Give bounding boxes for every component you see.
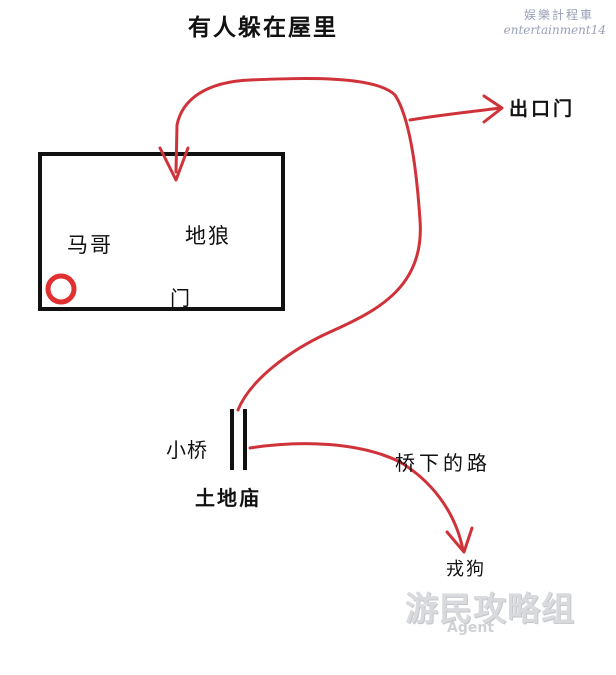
watermark-brand-sub: Agent [447,620,495,636]
arrow-into-house [158,146,190,182]
route-to-exit [408,106,502,122]
label-rongou: 戎狗 [446,559,486,580]
watermark-chinese: 娱樂計程車 [523,8,594,22]
arrow-to-exit [482,94,504,124]
label-ma-ge: 马哥 [67,233,113,257]
label-exit-door: 出口门 [509,98,576,120]
label-small-bridge: 小桥 [166,438,208,462]
position-marker [45,273,77,305]
watermark-brand: 游民攻略组 [405,589,575,628]
watermark-english: entertainment14 [503,23,606,37]
route-bridge-to-house [174,77,422,412]
diagram-title: 有人躲在屋里 [188,15,338,41]
label-werewolf: 地狼 [185,224,231,248]
route-under-bridge [248,442,465,552]
arrow-to-rongou [445,526,474,554]
label-road-under-bridge: 桥下的路 [395,451,491,475]
label-door: 门 [170,286,190,310]
label-earth-temple: 土地庙 [195,486,261,510]
